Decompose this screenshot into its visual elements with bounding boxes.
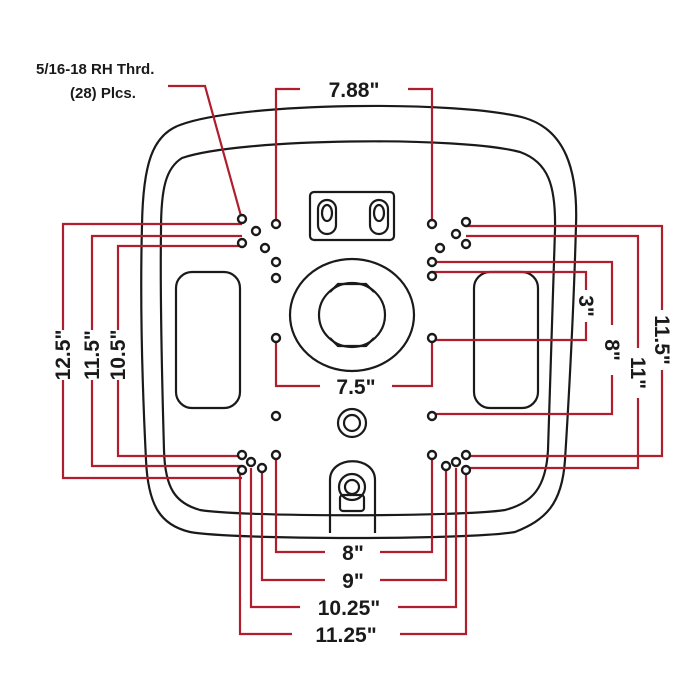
- threaded-hole: [259, 242, 271, 254]
- thread-note-line2: (28) Plcs.: [70, 85, 136, 102]
- threaded-hole: [450, 456, 462, 468]
- threaded-hole: [426, 270, 438, 282]
- threaded-hole: [450, 228, 462, 240]
- dim-inner-width: 7.5": [336, 376, 375, 399]
- dim-bottom-9: 9": [342, 570, 364, 593]
- threaded-hole: [434, 242, 446, 254]
- top-bracket: [308, 190, 396, 242]
- dim-right-3: 3": [574, 295, 597, 317]
- dim-bottom-11-25: 11.25": [315, 624, 376, 647]
- threaded-hole: [426, 332, 438, 344]
- threaded-hole: [460, 464, 472, 476]
- dim-left-10-5: 10.5": [107, 330, 130, 381]
- bottom-small-hole: [336, 407, 368, 439]
- threaded-hole: [270, 449, 282, 461]
- dim-left-11-5: 11.5": [81, 330, 104, 380]
- dim-bottom-8: 8": [342, 542, 364, 565]
- threaded-holes: [236, 213, 472, 476]
- threaded-hole: [270, 272, 282, 284]
- left-slot: [174, 270, 242, 410]
- threaded-hole: [250, 225, 262, 237]
- threaded-hole: [256, 462, 268, 474]
- threaded-hole: [245, 456, 257, 468]
- dimension-lines: [61, 84, 664, 636]
- threaded-hole: [460, 238, 472, 250]
- threaded-hole: [426, 449, 438, 461]
- dim-right-8: 8": [600, 339, 623, 361]
- threaded-hole: [426, 410, 438, 422]
- seat-outline: [140, 104, 578, 540]
- threaded-hole: [270, 256, 282, 268]
- dim-right-11: 11": [626, 357, 649, 389]
- threaded-hole: [236, 449, 248, 461]
- threaded-hole: [236, 213, 248, 225]
- threaded-hole: [236, 237, 248, 249]
- dim-top-width: 7.88": [329, 79, 380, 102]
- threaded-hole: [236, 464, 248, 476]
- threaded-hole: [270, 218, 282, 230]
- bottom-tab: [328, 460, 377, 533]
- dim-right-11-5: 11.5": [650, 315, 673, 365]
- center-boss: [288, 257, 416, 373]
- threaded-hole: [440, 460, 452, 472]
- dim-bottom-10-25: 10.25": [318, 597, 381, 620]
- threaded-hole: [460, 216, 472, 228]
- threaded-hole: [426, 218, 438, 230]
- threaded-hole: [270, 410, 282, 422]
- dim-left-12-5: 12.5": [52, 330, 75, 381]
- threaded-hole: [426, 256, 438, 268]
- thread-note-line1: 5/16-18 RH Thrd.: [36, 61, 154, 78]
- threaded-hole: [270, 332, 282, 344]
- threaded-hole: [460, 449, 472, 461]
